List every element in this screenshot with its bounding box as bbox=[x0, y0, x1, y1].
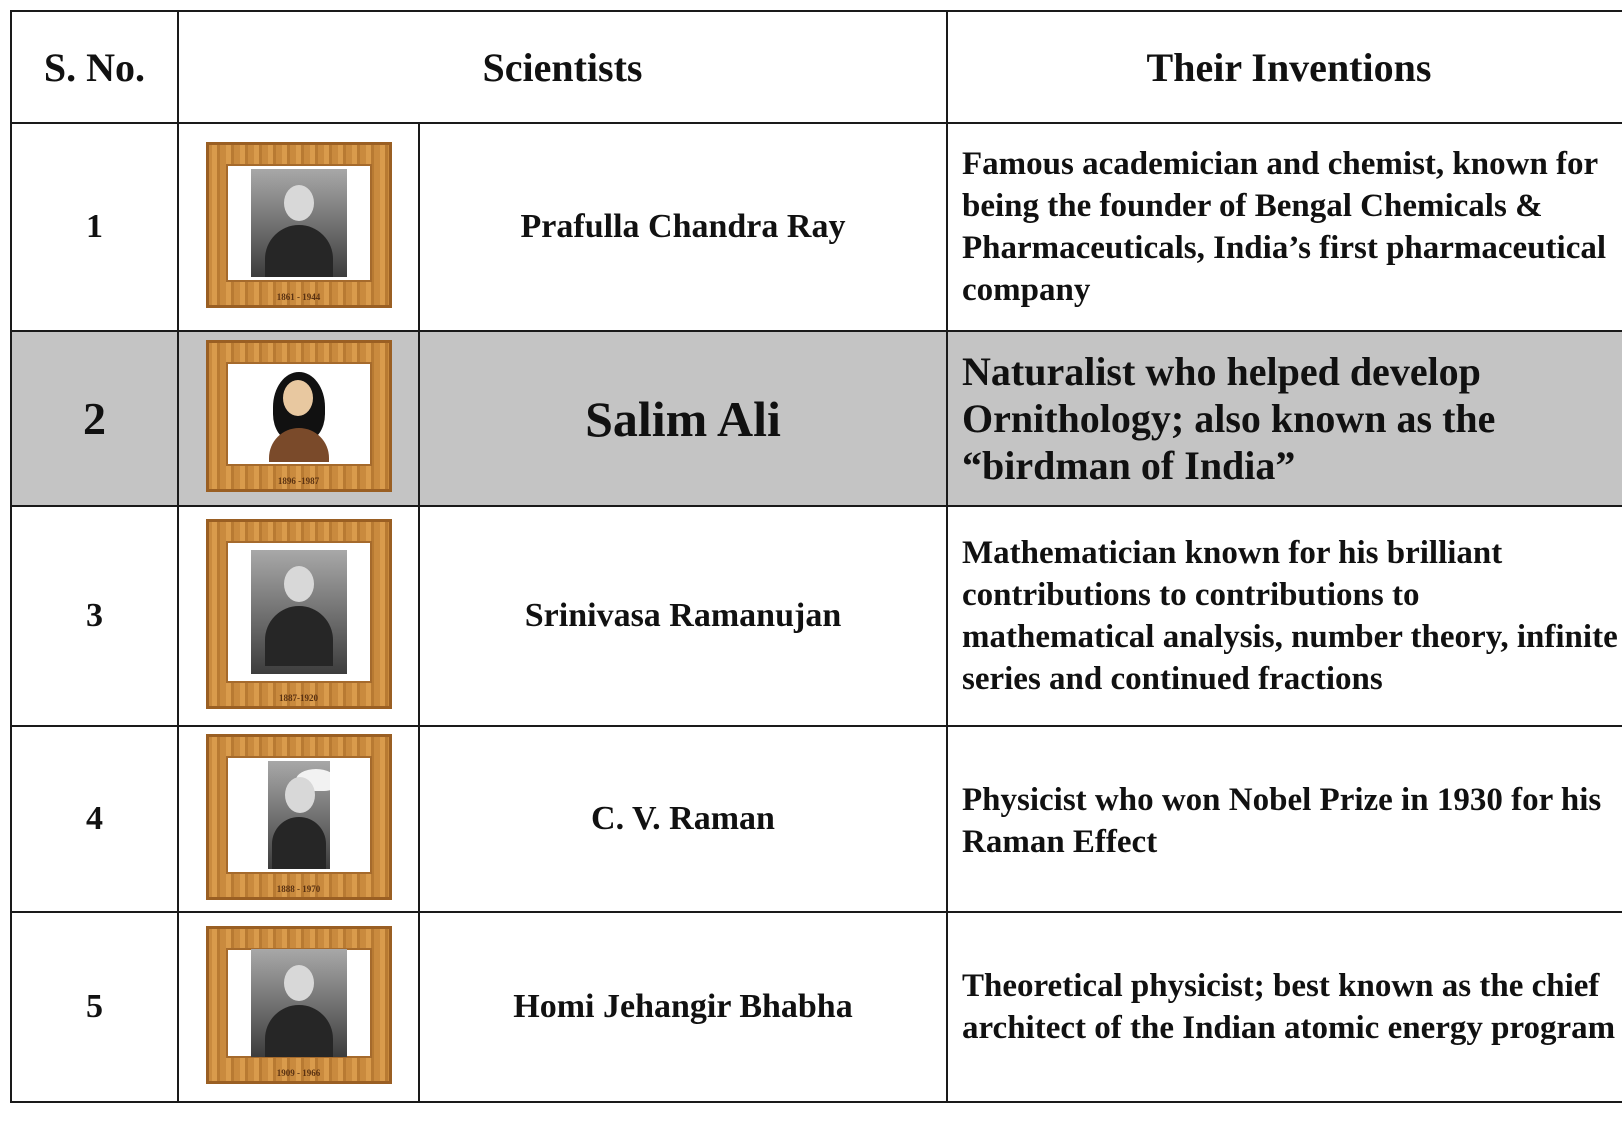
table-row: 3 1887-1920 Srinivasa Ramanujan Mathemat… bbox=[10, 505, 1622, 727]
scientist-portrait bbox=[250, 168, 347, 277]
header-sno: S. No. bbox=[10, 10, 179, 124]
portrait-cell: 1861 - 1944 bbox=[177, 122, 420, 332]
header-row: S. No. Scientists Their Inventions bbox=[10, 10, 1622, 124]
table-row-highlighted: 2 1896 -1987 Salim Ali Naturalist who he… bbox=[10, 330, 1622, 507]
scientist-name: Srinivasa Ramanujan bbox=[418, 505, 948, 727]
portrait-cell: 1896 -1987 bbox=[177, 330, 420, 507]
portrait-frame: 1896 -1987 bbox=[205, 340, 392, 492]
scientist-name: Prafulla Chandra Ray bbox=[418, 122, 948, 332]
header-scientists: Scientists bbox=[177, 10, 948, 124]
lifespan-label: 1896 -1987 bbox=[277, 476, 320, 486]
scientist-name: Salim Ali bbox=[418, 330, 948, 507]
portrait-frame: 1888 - 1970 bbox=[205, 733, 392, 900]
lifespan-label: 1887-1920 bbox=[279, 692, 318, 703]
scientist-name: C. V. Raman bbox=[418, 725, 948, 913]
scientists-table: S. No. Scientists Their Inventions 1 186… bbox=[10, 10, 1622, 1103]
table-row: 1 1861 - 1944 Prafulla Chandra Ray Famou… bbox=[10, 122, 1622, 332]
portrait-cell: 1909 - 1966 bbox=[177, 911, 420, 1103]
portrait-cell: 1887-1920 bbox=[177, 505, 420, 727]
scientist-portrait bbox=[250, 948, 347, 1057]
invention-description: Naturalist who helped develop Ornitholog… bbox=[946, 330, 1622, 507]
invention-description: Famous academician and chemist, known fo… bbox=[946, 122, 1622, 332]
invention-description: Mathematician known for his brilliant co… bbox=[946, 505, 1622, 727]
scientist-portrait bbox=[250, 549, 347, 674]
serial-number: 1 bbox=[10, 122, 179, 332]
scientist-portrait bbox=[250, 366, 347, 462]
portrait-cell: 1888 - 1970 bbox=[177, 725, 420, 913]
lifespan-label: 1861 - 1944 bbox=[276, 291, 321, 302]
serial-number: 5 bbox=[10, 911, 179, 1103]
table-row: 5 1909 - 1966 Homi Jehangir Bhabha Theor… bbox=[10, 911, 1622, 1103]
portrait-frame: 1887-1920 bbox=[205, 518, 392, 709]
table-row: 4 1888 - 1970 C. V. Raman Physicist who … bbox=[10, 725, 1622, 913]
serial-number: 4 bbox=[10, 725, 179, 913]
invention-description: Theoretical physicist; best known as the… bbox=[946, 911, 1622, 1103]
lifespan-label: 1909 - 1966 bbox=[276, 1067, 321, 1078]
serial-number: 2 bbox=[10, 330, 179, 507]
invention-description: Physicist who won Nobel Prize in 1930 fo… bbox=[946, 725, 1622, 913]
portrait-frame: 1861 - 1944 bbox=[205, 141, 392, 308]
header-inventions: Their Inventions bbox=[946, 10, 1622, 124]
scientist-name: Homi Jehangir Bhabha bbox=[418, 911, 948, 1103]
scientist-portrait bbox=[267, 760, 330, 869]
portrait-frame: 1909 - 1966 bbox=[205, 925, 392, 1084]
serial-number: 3 bbox=[10, 505, 179, 727]
lifespan-label: 1888 - 1970 bbox=[276, 883, 321, 894]
